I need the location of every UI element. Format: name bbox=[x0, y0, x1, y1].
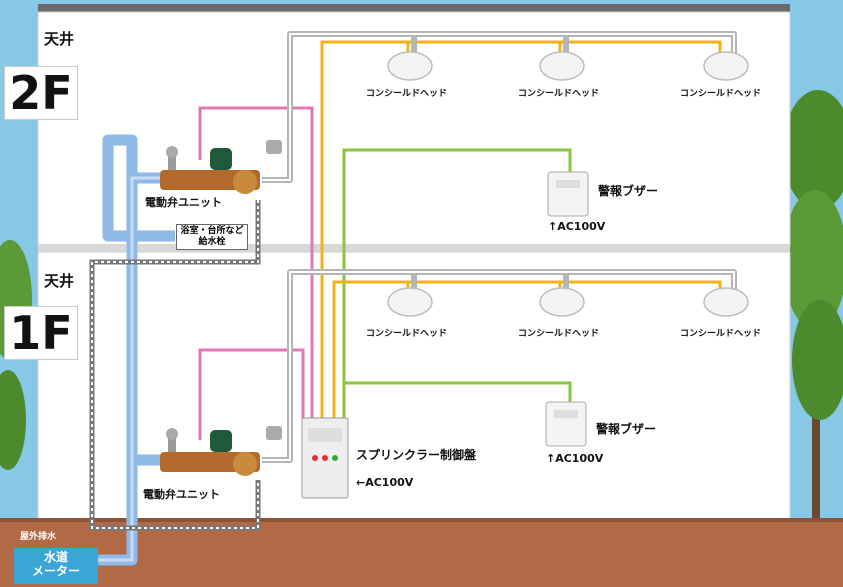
roof-edge bbox=[38, 4, 790, 12]
sprinkler-head-label-2f-3: コンシールドヘッド bbox=[680, 89, 762, 99]
ceiling-label-2f: 天井 bbox=[44, 30, 75, 48]
control-panel-power: ←AC100V bbox=[356, 476, 414, 489]
alarm-buzzer-label-1f: 警報ブザー bbox=[596, 422, 657, 436]
water-meter-line2: メーター bbox=[31, 564, 80, 578]
alarm-buzzer-power-1f: ↑AC100V bbox=[546, 452, 604, 465]
control-panel bbox=[301, 417, 349, 499]
valve-unit-lower bbox=[160, 428, 260, 476]
ceiling-label-1f: 天井 bbox=[44, 272, 75, 290]
sprinkler-head-1f-3 bbox=[703, 287, 749, 317]
valve-unit-label-1f: 電動弁ユニット bbox=[143, 488, 220, 501]
ground bbox=[0, 520, 843, 587]
faucet-note-line1: 浴室・台所など bbox=[180, 226, 244, 236]
green-wires bbox=[342, 148, 572, 420]
floor-label-1f: 1F bbox=[4, 306, 78, 360]
outdoor-drain-label: 屋外排水 bbox=[20, 532, 57, 542]
water-meter-box bbox=[14, 548, 98, 584]
pink-wires bbox=[198, 106, 314, 440]
valve-unit-label-2f: 電動弁ユニット bbox=[145, 196, 222, 209]
valve-unit-upper bbox=[160, 146, 260, 194]
water-meter-line1: 水道 bbox=[43, 550, 68, 564]
alarm-buzzer-power-2f: ↑AC100V bbox=[548, 220, 606, 233]
alarm-buzzer-label-2f: 警報ブザー bbox=[598, 184, 659, 198]
sprinkler-head-label-1f-1: コンシールドヘッド bbox=[366, 329, 448, 339]
sprinkler-head-2f-2 bbox=[539, 51, 585, 81]
floor-label-2f: 2F bbox=[4, 66, 78, 120]
sprinkler-head-label-1f-3: コンシールドヘッド bbox=[680, 329, 762, 339]
check-valve-upper bbox=[266, 140, 282, 154]
sprinkler-head-label-2f-1: コンシールドヘッド bbox=[366, 89, 448, 99]
faucet-note-line2: 給水栓 bbox=[198, 237, 226, 247]
alarm-buzzer-2f bbox=[547, 171, 589, 217]
alarm-buzzer-1f bbox=[545, 401, 587, 447]
check-valve-lower bbox=[266, 426, 282, 440]
sprinkler-head-label-1f-2: コンシールドヘッド bbox=[518, 329, 600, 339]
sprinkler-head-2f-3 bbox=[703, 51, 749, 81]
sprinkler-head-1f-1 bbox=[387, 287, 433, 317]
tree-right bbox=[783, 90, 843, 520]
sprinkler-head-2f-1 bbox=[387, 51, 433, 81]
control-panel-label: スプリンクラー制御盤 bbox=[356, 448, 477, 462]
water-meter-label: 水道 メーター bbox=[14, 550, 98, 578]
faucet-note: 浴室・台所など 給水栓 bbox=[176, 224, 248, 250]
floor-slab bbox=[38, 244, 790, 252]
sprinkler-head-label-2f-2: コンシールドヘッド bbox=[518, 89, 600, 99]
sprinkler-head-1f-2 bbox=[539, 287, 585, 317]
